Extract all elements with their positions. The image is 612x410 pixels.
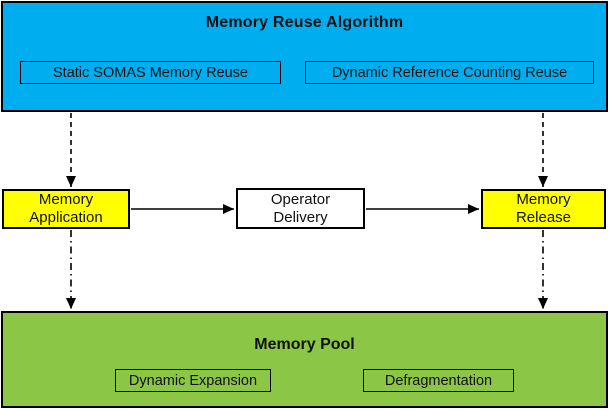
feature-defragmentation: Defragmentation <box>363 369 514 392</box>
algorithm-section: Memory Reuse Algorithm Static SOMAS Memo… <box>1 1 608 112</box>
node-memory-release: Memory Release <box>481 189 606 229</box>
node-memory-release-line2: Release <box>515 209 572 226</box>
node-operator-delivery-line1: Operator <box>270 190 331 208</box>
node-operator-delivery: Operator Delivery <box>236 188 365 229</box>
strategy-dynamic-refcount-label: Dynamic Reference Counting Reuse <box>331 64 568 81</box>
algorithm-section-title: Memory Reuse Algorithm <box>205 14 404 31</box>
feature-dynamic-expansion-label: Dynamic Expansion <box>128 372 258 389</box>
pool-section: Memory Pool Dynamic Expansion Defragment… <box>1 311 608 408</box>
node-memory-application: Memory Application <box>2 189 130 229</box>
node-memory-application-line1: Memory <box>38 191 94 208</box>
node-operator-delivery-line2: Delivery <box>273 208 328 226</box>
node-memory-application-line2: Application <box>29 209 103 226</box>
node-memory-release-line1: Memory <box>516 191 571 208</box>
strategy-static-somas-label: Static SOMAS Memory Reuse <box>53 64 248 81</box>
feature-dynamic-expansion: Dynamic Expansion <box>115 369 271 392</box>
strategy-static-somas: Static SOMAS Memory Reuse <box>20 61 281 84</box>
strategy-dynamic-refcount: Dynamic Reference Counting Reuse <box>305 61 594 84</box>
pool-section-title: Memory Pool <box>254 336 355 353</box>
feature-defragmentation-label: Defragmentation <box>384 372 493 389</box>
